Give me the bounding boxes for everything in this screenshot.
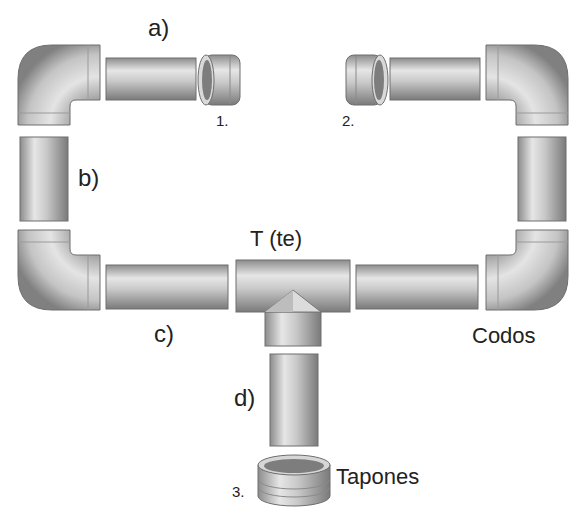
pipe xyxy=(270,354,318,446)
part-letter: d) xyxy=(234,386,255,410)
cap xyxy=(258,455,330,506)
pipe xyxy=(518,137,566,221)
part-name: Codos xyxy=(472,325,536,347)
pipe xyxy=(106,265,228,309)
pipe xyxy=(106,58,196,100)
cap xyxy=(346,55,388,105)
elbow xyxy=(18,230,100,310)
part-letter: c) xyxy=(154,322,174,346)
callout-number: 1. xyxy=(216,113,229,128)
part-letter: a) xyxy=(148,16,169,40)
part-letter: b) xyxy=(78,166,99,190)
elbow xyxy=(486,230,568,310)
part-name: Tapones xyxy=(336,466,419,488)
pipe xyxy=(390,58,480,100)
elbow xyxy=(18,45,100,125)
pipe xyxy=(356,265,478,309)
cap xyxy=(198,55,240,105)
part-name: T (te) xyxy=(250,228,302,250)
tee-fitting xyxy=(236,260,350,346)
pipe xyxy=(20,137,68,221)
callout-number: 3. xyxy=(232,484,245,499)
callout-number: 2. xyxy=(342,113,355,128)
elbow xyxy=(486,45,568,125)
